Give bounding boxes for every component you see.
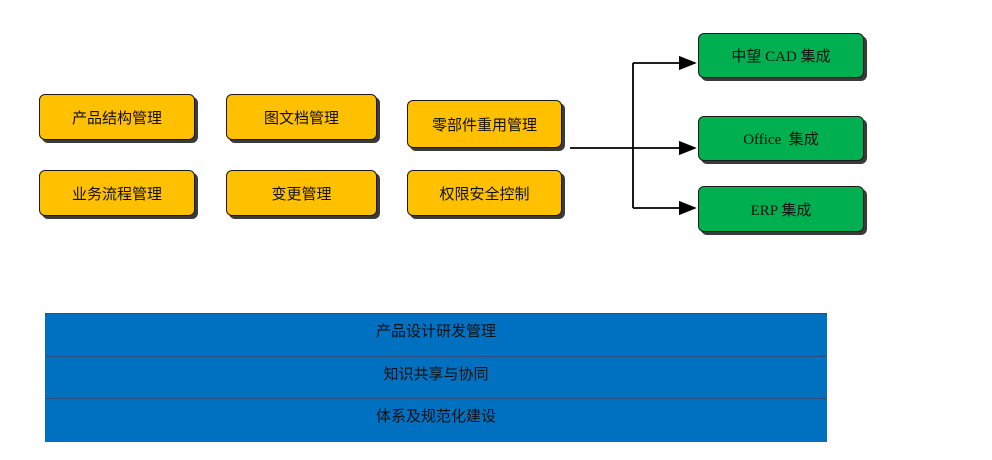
module-label: 图文档管理 [263,108,339,127]
layer-label: 产品设计研发管理 [375,322,496,340]
integration-label: Office 集成 [743,132,819,148]
module-workflow: 业务流程管理 [39,170,195,216]
integration-erp: ERP 集成 [698,186,864,232]
integration-label: ERP 集成 [750,202,812,219]
module-access-control: 权限安全控制 [407,170,562,216]
module-document-management: 图文档管理 [226,94,377,140]
integration-office: Office 集成 [698,116,864,161]
layer-label: 知识共享与协同 [383,365,489,383]
module-label: 产品结构管理 [71,108,162,127]
integration-cad: 中望 CAD 集成 [698,33,864,78]
module-label: 变更管理 [271,184,332,203]
layer-product-design: 产品设计研发管理 [45,313,827,356]
module-part-reuse: 零部件重用管理 [407,100,562,148]
layer-system-standardization: 体系及规范化建设 [45,398,827,442]
module-label: 业务流程管理 [71,184,162,203]
layer-knowledge-sharing: 知识共享与协同 [45,356,827,398]
module-product-structure: 产品结构管理 [39,94,195,140]
module-change-management: 变更管理 [226,170,377,216]
module-label: 权限安全控制 [439,184,530,203]
module-label: 零部件重用管理 [431,115,537,134]
layer-label: 体系及规范化建设 [375,407,496,425]
integration-label: 中望 CAD 集成 [731,49,831,65]
